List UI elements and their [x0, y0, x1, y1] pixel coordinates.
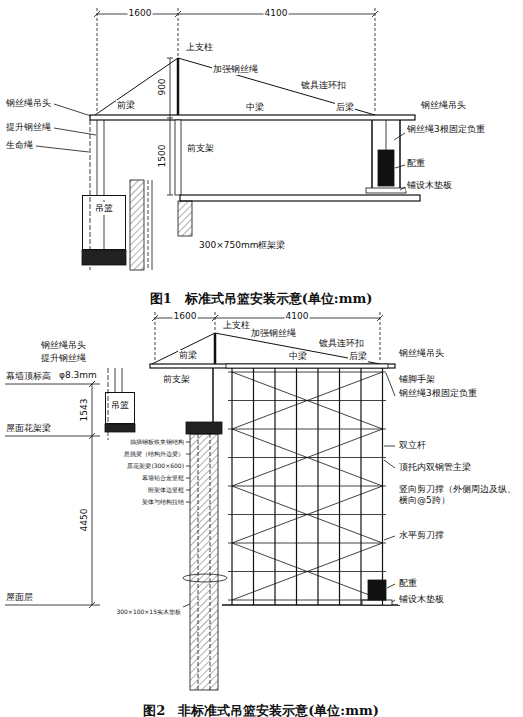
callout-label: 生命绳	[5, 140, 34, 151]
callout-label: 幕墙铝合金竖框	[141, 474, 185, 481]
dimension-label: 1543	[79, 398, 90, 423]
callout-label: 抽插钢板铁夹钢结构	[129, 438, 185, 445]
callout-label: 后梁	[348, 351, 368, 362]
gondola-label: 吊篮	[110, 399, 130, 412]
callout-label: 前支架	[186, 143, 215, 154]
callout-label: 钢丝绳吊头	[40, 340, 87, 351]
callout-label: 双立杆	[398, 440, 427, 451]
callout-label: 钢丝绳3根固定负重	[398, 388, 478, 399]
callout-label: 300×750mm框架梁	[198, 240, 286, 251]
gondola-box: 吊篮	[82, 195, 126, 250]
callout-label: 后梁	[335, 102, 355, 113]
callout-label: 加强钢丝绳	[212, 64, 259, 75]
dimension-label: 1500	[157, 144, 168, 169]
gondola-label: 吊篮	[94, 202, 114, 215]
callout-label: 水平剪刀撑	[398, 530, 445, 541]
callout-label: 提升钢丝绳	[40, 353, 87, 364]
callout-label: 钢丝绳吊头	[420, 100, 467, 111]
callout-label: 配重	[398, 578, 418, 589]
callout-label: 屋面花架梁	[5, 423, 52, 434]
callout-label: 中梁	[288, 351, 308, 362]
callout-label: 铺设木垫板	[406, 180, 453, 191]
callout-label: 300×100×15实木垫板	[115, 608, 182, 615]
dimension-label: 900	[157, 77, 168, 96]
callout-label: 屋面层	[5, 592, 34, 603]
callout-label: 提升钢丝绳	[5, 122, 52, 133]
callout-label: 前梁	[116, 100, 136, 111]
dimension-label: 4450	[79, 508, 90, 533]
callout-label: 中梁	[245, 102, 265, 113]
callout-label: 铺脚手架	[398, 374, 436, 385]
scaffold	[226, 364, 388, 605]
callout-label: 1600	[173, 311, 198, 322]
callout-label: 原花架梁(300×600)	[126, 462, 185, 469]
callout-label: φ8.3mm	[58, 370, 98, 381]
callout-label: 加强钢丝绳	[250, 328, 297, 339]
figure-caption: 图1 标准式吊篮安装示意(单位:mm)	[149, 290, 374, 308]
gondola-box: 吊篮	[105, 392, 135, 424]
callout-label: 前支架	[162, 374, 191, 385]
callout-label: 竖向剪刀撑（外侧周边及纵、横向@5跨）	[398, 484, 518, 506]
callout-label: 幕墙顶标高	[5, 371, 52, 382]
callout-label: 架体与结构拉结	[141, 498, 185, 505]
callout-label: 镀具连环扣	[300, 80, 347, 91]
callout-label: 4100	[264, 8, 289, 19]
callout-label: 铺设木垫板	[398, 594, 445, 605]
callout-label: 顶托内双钢管主梁	[398, 462, 472, 473]
callout-label: 附架体边竖框	[147, 486, 185, 493]
callout-label: 钢丝绳吊头	[5, 98, 52, 109]
figure-caption: 图2 非标准式吊篮安装示意(单位:mm)	[142, 702, 380, 717]
callout-label: 配重	[406, 158, 426, 169]
figure-2	[5, 312, 400, 690]
callout-label: 前梁	[178, 350, 198, 361]
figure-1	[36, 8, 420, 270]
callout-label: 上支柱	[185, 42, 214, 53]
callout-label: 1600	[128, 8, 153, 19]
callout-label: 镀具连环扣	[318, 338, 365, 349]
callout-label: 钢丝绳吊头	[398, 348, 445, 359]
callout-label: 上支柱	[222, 320, 251, 331]
callout-label: 钢丝绳3根固定负重	[406, 124, 486, 135]
callout-label: 4100	[285, 311, 310, 322]
callout-label: 悬挑梁（结构外边梁）	[123, 450, 185, 457]
